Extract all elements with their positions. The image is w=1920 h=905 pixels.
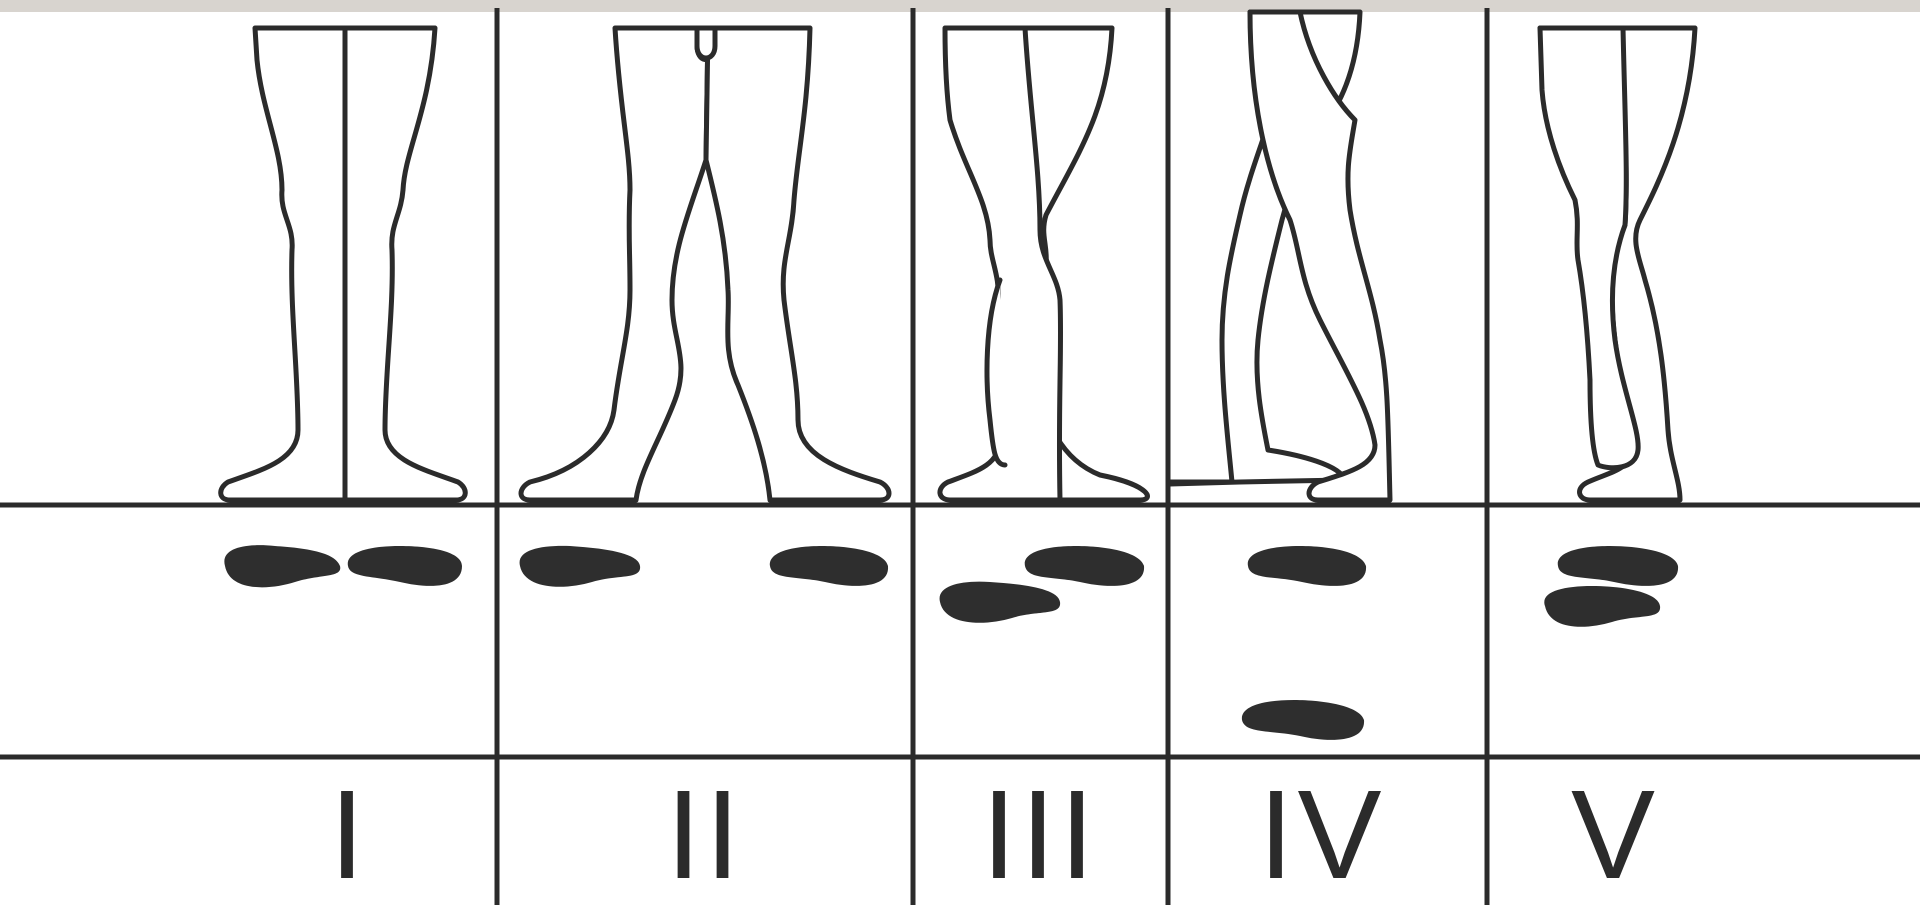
position-5-legs xyxy=(1537,25,1698,503)
position-4-legs xyxy=(1167,9,1393,503)
position-5-back-footprint xyxy=(1557,546,1679,586)
footprints xyxy=(224,545,1679,740)
cropped-title-strip xyxy=(0,0,1920,12)
position-4-label: IV xyxy=(1258,764,1386,905)
position-3-label: III xyxy=(981,764,1099,905)
position-3-back-footprint xyxy=(1024,546,1145,586)
position-1-legs xyxy=(218,25,468,503)
position-4-front-footprint xyxy=(1241,700,1365,740)
position-2-legs xyxy=(518,25,892,503)
position-5-label: V xyxy=(1570,764,1660,905)
position-1-right-leg xyxy=(342,25,468,503)
position-2-right-footprint xyxy=(769,546,889,586)
position-1-label: I xyxy=(329,764,369,905)
position-3-back-leg-inner xyxy=(984,277,1008,468)
position-3-legs xyxy=(937,25,1150,503)
position-2-label: II xyxy=(665,764,744,905)
position-3-front-leg xyxy=(937,25,1064,503)
position-2-left-footprint xyxy=(519,545,641,587)
position-3-front-footprint xyxy=(939,581,1061,623)
position-4-back-footprint xyxy=(1247,546,1367,586)
grid-lines xyxy=(0,8,1920,905)
position-2-right-leg xyxy=(703,25,892,503)
position-2-left-leg xyxy=(518,25,718,503)
position-1-right-footprint xyxy=(347,546,462,586)
position-2-crotch xyxy=(694,25,718,61)
position-5-front-footprint xyxy=(1544,586,1661,627)
position-1-left-footprint xyxy=(224,545,341,588)
position-4-front-leg xyxy=(1247,9,1393,503)
position-5-front-leg xyxy=(1537,25,1641,471)
position-1-left-leg xyxy=(218,25,348,503)
